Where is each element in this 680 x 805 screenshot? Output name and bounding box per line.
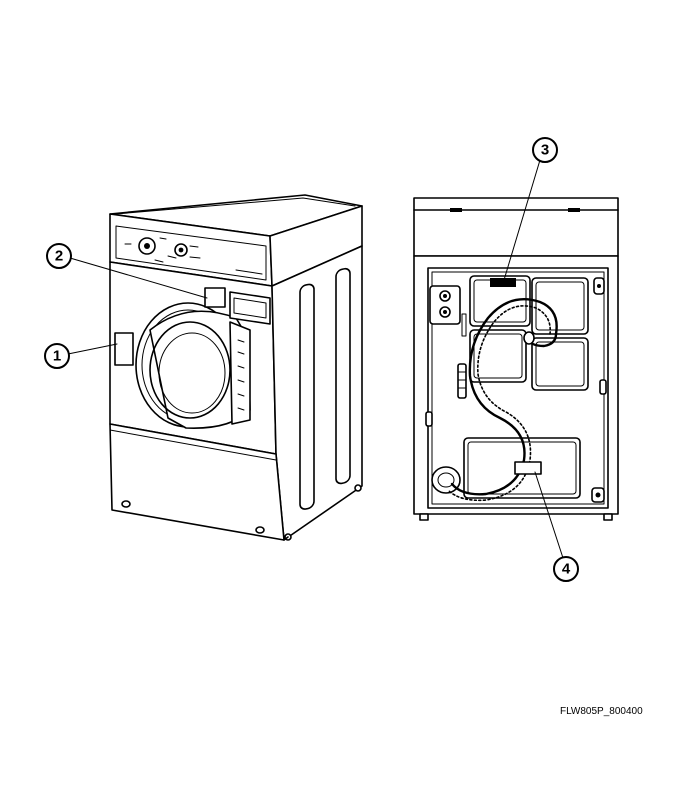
callout-2: 2 [46,243,208,299]
callout-3-number: 3 [541,142,549,159]
callout-1-number: 1 [53,348,61,365]
callout-1: 1 [44,343,118,369]
front-washer [109,194,363,541]
callout-3: 3 [503,137,558,281]
callout-4-number: 4 [562,561,571,578]
figure-id-label: FLW805P_800400 [560,706,643,717]
label-front-panel [204,287,226,308]
label-rear-bottom [514,461,542,475]
label-rear-top [490,278,516,287]
label-side-panel [114,332,134,366]
callout-2-number: 2 [55,248,63,265]
callout-4: 4 [534,471,579,582]
rear-washer [413,197,619,521]
